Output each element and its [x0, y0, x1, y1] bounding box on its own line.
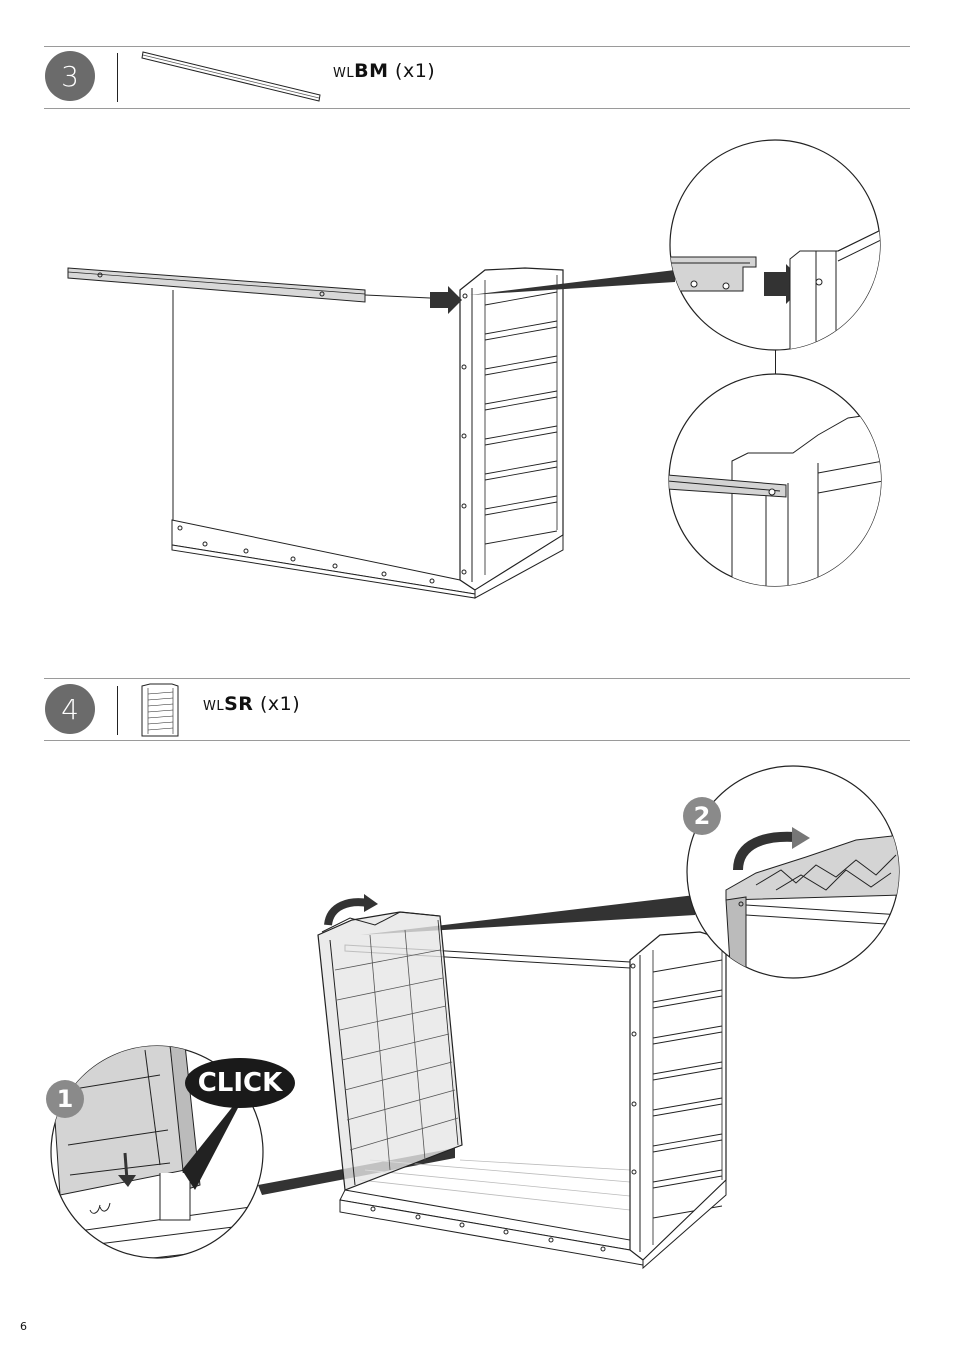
- step3-detail-circle-top: [668, 139, 888, 359]
- side-panel-part-icon: [138, 682, 182, 738]
- step3-divider: [117, 53, 118, 102]
- step3-number-badge: 3: [45, 51, 95, 101]
- step3-part-code: BM: [354, 60, 388, 82]
- step4-divider: [117, 686, 118, 735]
- step4-part-label: WLSR (x1): [203, 693, 300, 715]
- detail-1-badge: 1: [46, 1080, 84, 1118]
- step3-detail-circle-bottom: [668, 373, 888, 593]
- step3-bottom-rule: [44, 108, 910, 109]
- step3-part-prefix: WL: [333, 66, 354, 81]
- step4-part-code: SR: [224, 693, 253, 715]
- step3-part-label: WLBM (x1): [333, 60, 435, 82]
- step4-part-quantity: (x1): [260, 693, 300, 715]
- click-callout: CLICK: [185, 1058, 295, 1108]
- detail-2-badge: 2: [683, 797, 721, 835]
- detail-connector: [775, 350, 776, 374]
- step3-top-rule: [44, 46, 910, 47]
- click-callout-text: CLICK: [198, 1068, 283, 1098]
- step4-part-prefix: WL: [203, 699, 224, 714]
- step4-number-badge: 4: [45, 684, 95, 734]
- step4-detail-circle-2: [686, 765, 906, 985]
- step4-top-rule: [44, 678, 910, 679]
- page-number: 6: [20, 1320, 27, 1333]
- step3-part-quantity: (x1): [395, 60, 435, 82]
- beam-part-icon: [135, 48, 335, 108]
